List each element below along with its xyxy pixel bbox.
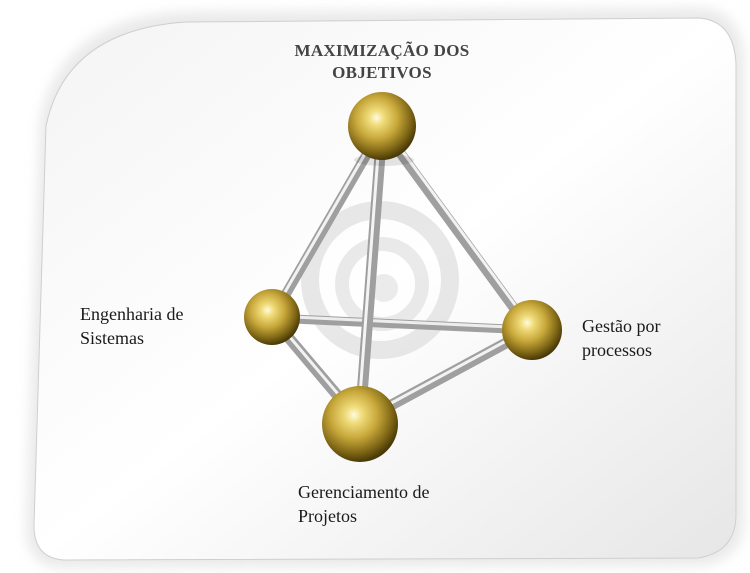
edge-top-bottom bbox=[354, 122, 388, 428]
sphere-left bbox=[244, 289, 300, 345]
vertex-spheres bbox=[244, 92, 562, 462]
label-top-line-1: MAXIMIZAÇÃO DOS bbox=[294, 41, 470, 60]
edge-top-left bbox=[267, 123, 387, 323]
label-bottom: Gerenciamento de Projetos bbox=[298, 480, 429, 528]
edge-left-right bbox=[267, 313, 535, 335]
sphere-top bbox=[348, 92, 416, 160]
label-bottom-line-1: Gerenciamento de bbox=[298, 482, 430, 502]
label-bottom-line-2: Projetos bbox=[298, 506, 358, 526]
label-right-line-2: processos bbox=[582, 340, 652, 360]
label-right-line-1: Gestão por bbox=[582, 316, 661, 336]
label-top-line-2: OBJETIVOS bbox=[332, 63, 432, 82]
edge-top-right bbox=[377, 123, 535, 335]
label-right: Gestão por processos bbox=[582, 314, 660, 362]
label-left-line-2: Sistemas bbox=[80, 328, 145, 348]
label-left-line-1: Engenharia de bbox=[80, 304, 184, 324]
sphere-right bbox=[502, 300, 562, 360]
sphere-bottom bbox=[322, 386, 398, 462]
label-top: MAXIMIZAÇÃO DOS OBJETIVOS bbox=[252, 40, 512, 84]
label-left: Engenharia de Sistemas bbox=[80, 302, 183, 350]
